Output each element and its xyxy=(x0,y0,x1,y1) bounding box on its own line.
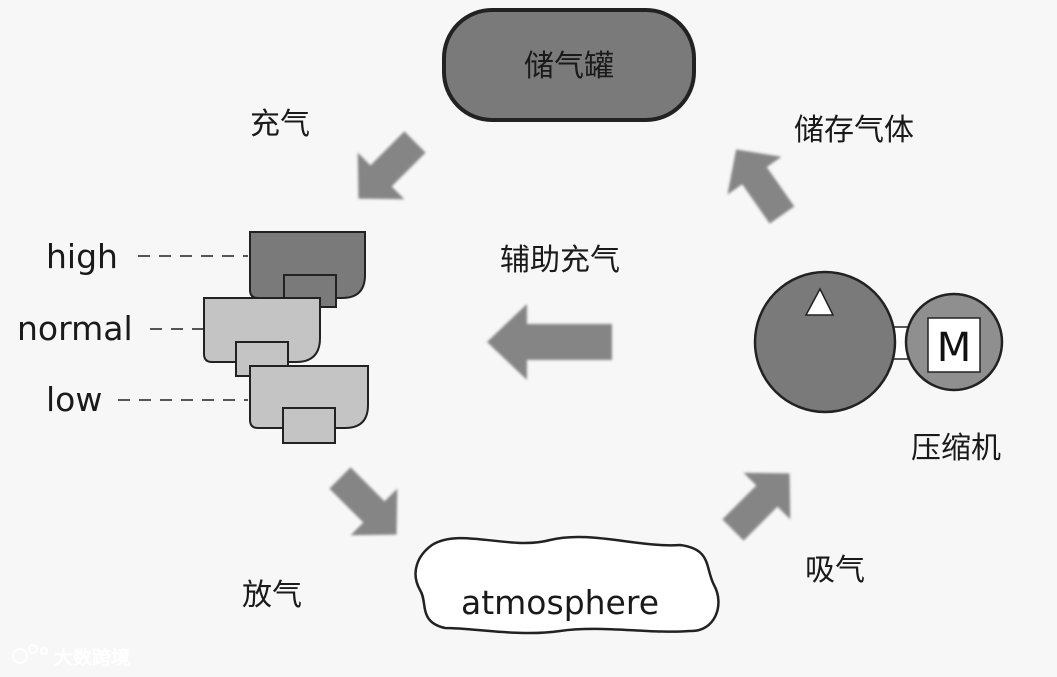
release-label: 放气 xyxy=(242,578,302,613)
store-gas-arrow xyxy=(727,149,795,224)
compressor-label: 压缩机 xyxy=(911,431,1001,466)
watermark-text: 大数跨境 xyxy=(54,646,130,669)
air-spring-low xyxy=(249,365,369,444)
level-label-normal: normal xyxy=(17,309,133,348)
storage-tank: 储气罐 xyxy=(442,8,696,122)
intake-label: 吸气 xyxy=(805,553,865,588)
storage-tank-label: 储气罐 xyxy=(524,49,614,84)
motor-label: M xyxy=(937,325,972,371)
atmosphere-cloud: atmosphere xyxy=(414,535,720,635)
watermark-logo-icon xyxy=(12,644,48,664)
watermark: 大数跨境 xyxy=(12,644,130,669)
air-spring-normal xyxy=(203,297,321,377)
intake-arrow xyxy=(722,472,791,541)
compressor-indicator-icon xyxy=(804,287,835,316)
aux-charge-arrow xyxy=(487,304,612,380)
compressor: M xyxy=(753,270,1004,414)
charge-label: 充气 xyxy=(250,107,310,142)
release-arrow xyxy=(329,467,398,536)
air-spring-high xyxy=(249,231,366,308)
level-label-high: high xyxy=(46,237,118,276)
charge-arrow xyxy=(357,131,426,200)
level-label-low: low xyxy=(46,380,102,419)
aux-charge-label: 辅助充气 xyxy=(500,243,620,278)
atmosphere-label: atmosphere xyxy=(461,583,659,622)
store-gas-label: 储存气体 xyxy=(794,113,914,148)
